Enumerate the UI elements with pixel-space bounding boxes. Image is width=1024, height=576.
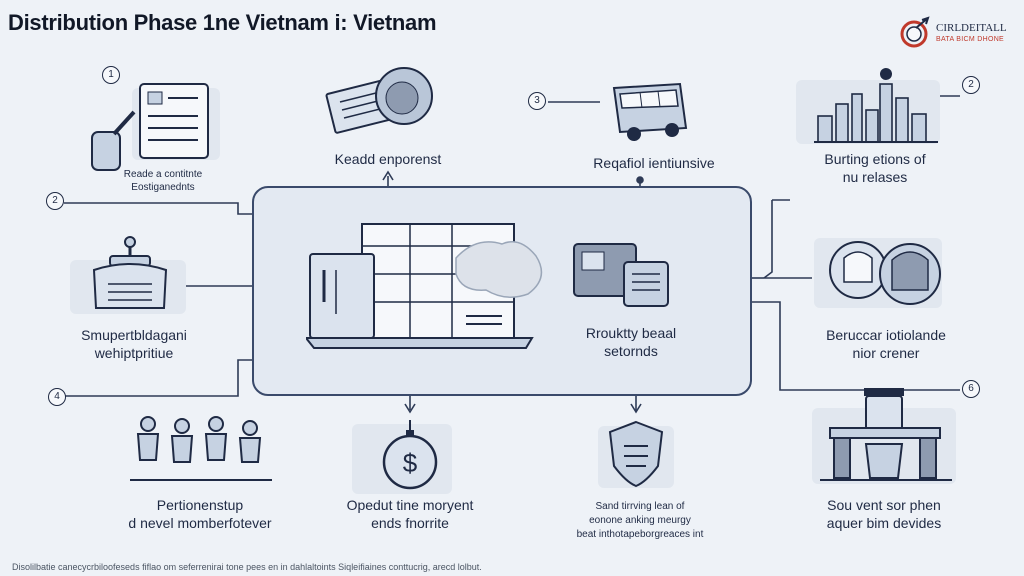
node-mid-left-line1: Smupertbldagani bbox=[81, 327, 187, 343]
step-number-2b: 2 bbox=[962, 76, 980, 94]
logo-emblem-icon bbox=[900, 16, 930, 48]
step-number-6: 6 bbox=[962, 380, 980, 398]
step-number-4: 4 bbox=[48, 388, 66, 406]
node-bottom-center-left-line1: Opedut tine moryent bbox=[346, 497, 474, 513]
node-top-right-line2: nu relases bbox=[842, 169, 908, 185]
node-mid-right-line2: nior crener bbox=[852, 345, 920, 361]
node-top-left-line1: Reade a contitnte bbox=[123, 169, 203, 180]
step-number-3: 3 bbox=[528, 92, 546, 110]
brand-logo: CIRLDEITALL BATA BICM DHONE bbox=[898, 14, 1008, 54]
node-bottom-center-right-line1: Sand tirrving lean of bbox=[595, 501, 685, 512]
node-top-center-right-label: Reqafiol ientiunsive bbox=[593, 155, 715, 171]
svg-text:$: $ bbox=[403, 448, 418, 478]
logo-tagline: BATA BICM DHONE bbox=[936, 36, 1005, 43]
node-bottom-right-line1: Sou vent sor phen bbox=[827, 497, 941, 513]
workstation-desk-icon bbox=[820, 388, 952, 481]
node-bottom-center-right-line2: eonone anking meurgy bbox=[589, 515, 691, 526]
node-bottom-center-left-line2: ends fnorrite bbox=[371, 515, 449, 531]
document-checklist-icon bbox=[91, 83, 209, 171]
node-mid-right-line1: Beruccar iotiolande bbox=[826, 327, 946, 343]
node-bottom-left-line2: d nevel momberfotever bbox=[128, 515, 272, 531]
pressure-cooker-icon bbox=[92, 236, 168, 309]
node-center-right-line1: Rrouktty beaal bbox=[585, 325, 677, 341]
city-skyline-icon bbox=[814, 68, 938, 143]
node-center-right-line2: setornds bbox=[604, 343, 658, 359]
step-number-1: 1 bbox=[102, 66, 120, 84]
logo-name: CIRLDEITALL bbox=[936, 22, 1007, 34]
node-bottom-right-line2: aquer bim devides bbox=[826, 515, 942, 531]
tablet-devices-icon bbox=[573, 243, 669, 307]
node-top-center-left-label: Keadd enporenst bbox=[334, 151, 442, 167]
node-mid-left-line2: wehiptpritiue bbox=[94, 345, 174, 361]
step-number-2a: 2 bbox=[46, 192, 64, 210]
node-bottom-left-line1: Pertionenstup bbox=[156, 497, 244, 513]
money-coin-icon: $ bbox=[382, 420, 438, 490]
footer-caption: Disolilbatie canecycrbiloofeseds fiflao … bbox=[12, 562, 482, 572]
map-document-icon bbox=[325, 67, 433, 134]
node-bottom-center-right-line3: beat inthotapeborgreaces int bbox=[576, 529, 704, 540]
node-top-right-line1: Burting etions of bbox=[824, 151, 926, 167]
food-bags-icon bbox=[829, 241, 941, 305]
security-shield-icon bbox=[608, 420, 664, 488]
delivery-truck-icon bbox=[612, 82, 688, 141]
node-top-left-line2: Eostiganednts bbox=[131, 182, 195, 193]
page-title: Distribution Phase 1ne Vietnam i: Vietna… bbox=[8, 10, 437, 35]
laptop-dashboard-icon bbox=[306, 223, 543, 349]
people-group-icon bbox=[130, 416, 272, 481]
